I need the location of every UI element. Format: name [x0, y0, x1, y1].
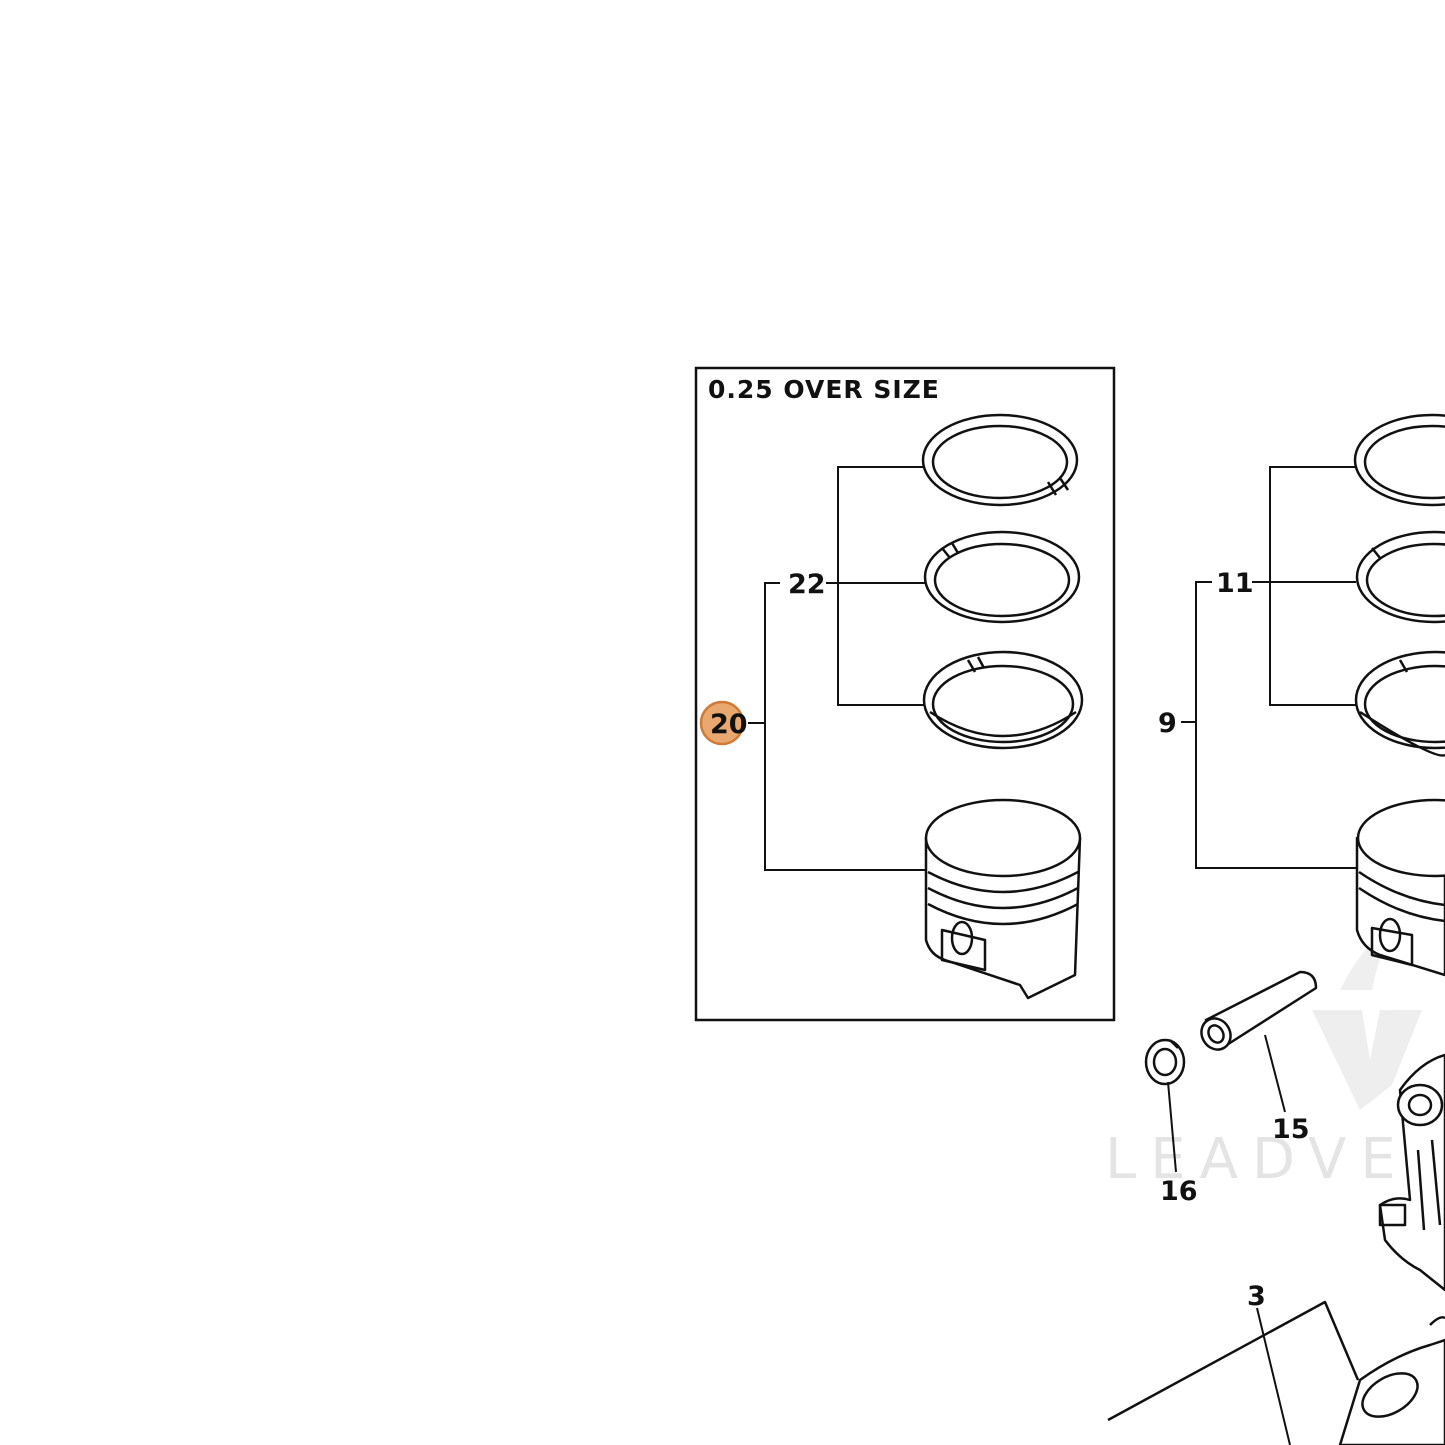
circlip[interactable]: [1144, 1038, 1186, 1086]
std-top-ring[interactable]: [1353, 413, 1445, 507]
callout-16[interactable]: 16: [1160, 1176, 1198, 1207]
callout-15[interactable]: 15: [1272, 1114, 1310, 1145]
crankshaft-3-leader: [1256, 1307, 1291, 1445]
crankshaft[interactable]: [1107, 1300, 1445, 1445]
callout-9[interactable]: 9: [1158, 708, 1177, 739]
oversize-piston[interactable]: [924, 798, 1082, 1000]
callout-22[interactable]: 22: [788, 569, 826, 600]
std-piston[interactable]: [1355, 798, 1445, 977]
oversize-top-ring[interactable]: [921, 413, 1079, 507]
watermark-text: LEADVEN: [1105, 1127, 1445, 1192]
ring-set-11-leader: [1252, 466, 1356, 706]
callout-20-highlight[interactable]: 20: [699, 700, 748, 746]
callout-20: 20: [710, 709, 748, 740]
oversize-second-ring[interactable]: [923, 530, 1081, 624]
oversize-title: 0.25 OVER SIZE: [708, 375, 940, 404]
pin-15-leader: [1264, 1034, 1286, 1113]
oversize-group-box: [694, 366, 1116, 1022]
callout-3[interactable]: 3: [1247, 1281, 1266, 1312]
circlip-16-leader: [1167, 1081, 1177, 1173]
piston-kit-20-leader: [748, 582, 925, 871]
connecting-rod[interactable]: [1378, 1053, 1445, 1292]
oversize-oil-ring[interactable]: [922, 650, 1084, 750]
std-second-ring[interactable]: [1355, 530, 1445, 624]
callout-11[interactable]: 11: [1216, 568, 1254, 599]
piston-pin[interactable]: [1196, 970, 1318, 1055]
ring-set-22-leader: [826, 466, 925, 706]
std-oil-ring[interactable]: [1354, 650, 1445, 757]
piston-kit-9-leader: [1181, 581, 1356, 869]
